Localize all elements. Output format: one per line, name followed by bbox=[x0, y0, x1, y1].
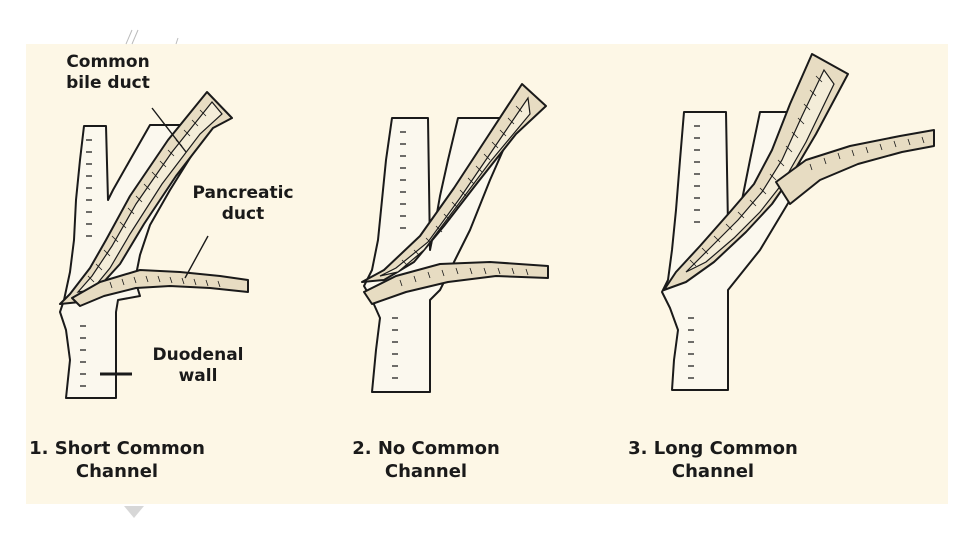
duct-hatching bbox=[399, 105, 529, 287]
label-duodenal-wall: Duodenal wall bbox=[146, 345, 250, 387]
caption-panel-1-line-2: Channel bbox=[75, 461, 159, 482]
wall-ticks bbox=[392, 131, 406, 379]
label-common-bile-duct: Common bile duct bbox=[58, 52, 158, 94]
corner-marks bbox=[125, 29, 179, 45]
label-pancreatic-duct-line-2: duct bbox=[221, 204, 265, 224]
pancreatic-duct bbox=[71, 269, 249, 307]
caption-panel-3-line-1: 3. Long Common bbox=[628, 438, 798, 459]
duct-hatching bbox=[689, 75, 925, 267]
label-common-bile-duct-line-1: Common bbox=[66, 52, 150, 72]
panel-3-diagram bbox=[661, 53, 935, 391]
caption-panel-2-line-2: Channel bbox=[384, 461, 468, 482]
label-duodenal-wall-line-1: Duodenal bbox=[152, 345, 244, 365]
common-bile-duct bbox=[361, 83, 547, 283]
marker-triangle bbox=[124, 506, 144, 518]
label-duodenal-wall-line-2: wall bbox=[178, 366, 218, 386]
pancreatic-duct bbox=[775, 129, 935, 205]
duodenal-wall bbox=[59, 124, 206, 399]
pancreatic-duct bbox=[363, 261, 549, 305]
bile-duct-lumen bbox=[685, 68, 835, 273]
panel-1-diagram bbox=[59, 91, 249, 399]
wall-ticks bbox=[80, 139, 92, 387]
bile-duct-lumen bbox=[379, 96, 531, 277]
caption-panel-2: 2. No Common Channel bbox=[346, 437, 506, 483]
caption-panel-1-line-1: 1. Short Common bbox=[29, 438, 205, 459]
caption-panel-2-line-1: 2. No Common bbox=[352, 438, 500, 459]
caption-panel-1: 1. Short Common Channel bbox=[28, 437, 206, 483]
caption-panel-3: 3. Long Common Channel bbox=[622, 437, 804, 483]
panel-2-diagram bbox=[361, 83, 549, 393]
common-bile-duct bbox=[663, 53, 849, 291]
label-pancreatic-duct-line-1: Pancreatic bbox=[192, 183, 294, 203]
caption-panel-3-line-2: Channel bbox=[671, 461, 755, 482]
pointer-pancreatic-duct bbox=[184, 235, 209, 279]
wall-ticks bbox=[688, 125, 700, 379]
label-pancreatic-duct: Pancreatic duct bbox=[186, 183, 300, 225]
pointer-bile-duct bbox=[151, 107, 187, 153]
label-common-bile-duct-line-2: bile duct bbox=[66, 73, 150, 93]
